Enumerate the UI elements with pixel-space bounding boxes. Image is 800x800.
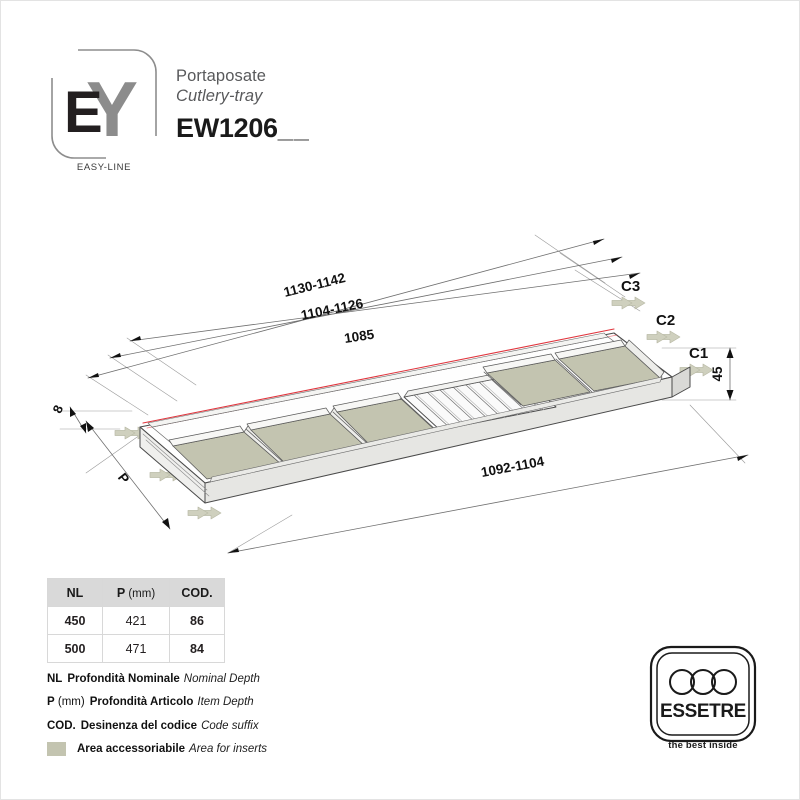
legend-key-p: P (mm) — [47, 696, 85, 709]
legend-text-it: Profondità Articolo — [89, 696, 194, 709]
insert-area-swatch — [47, 742, 66, 757]
legend-text-it: Profondità Nominale — [67, 673, 180, 685]
callout-c3-label: C3 — [621, 278, 640, 295]
legend-key-cod: COD. — [47, 719, 76, 732]
legend-item-insert-area: Area accessoriabile Area for inserts — [47, 742, 377, 757]
svg-text:ESSETRE: ESSETRE — [660, 701, 746, 722]
depth-arrows-3 — [187, 506, 222, 520]
easy-line-logo: Y E — [46, 44, 162, 164]
legend-text-en: Code suffix — [201, 719, 259, 732]
legend: NL Profondità Nominale Nominal Depth P (… — [47, 672, 377, 766]
table-row: 500 471 84 — [47, 634, 225, 663]
essetre-tagline: the best inside — [668, 740, 738, 751]
essetre-logo: ESSETRE — [648, 644, 758, 756]
svg-text:Y: Y — [86, 65, 138, 153]
technical-drawing: 1130-1142 1104-1126 1085 1092-1104 45 8 … — [0, 215, 800, 560]
dim-bottom: 1092-1104 — [480, 453, 546, 479]
legend-text-en: Nominal Depth — [183, 673, 260, 685]
product-name-en: Cutlery-tray — [176, 87, 263, 106]
dim-height: 45 — [710, 366, 725, 382]
table-header-nl: NL — [47, 578, 103, 607]
callout-c2-label: C2 — [656, 312, 675, 329]
product-name-it: Portaposate — [176, 67, 267, 85]
callout-c3-arrows — [611, 296, 646, 310]
legend-item-cod: COD. Desinenza del codice Code suffix — [47, 719, 377, 733]
cell-cod: 84 — [169, 634, 225, 663]
cell-p: 421 — [102, 606, 170, 635]
product-code-suffix: __ — [277, 113, 310, 144]
title-block: Portaposate Cutlery-tray EW1206__ — [176, 66, 310, 142]
table-header-row: NL P (mm) COD. — [47, 578, 225, 607]
legend-text-en: Item Depth — [197, 696, 254, 709]
legend-text-it: Area accessoriabile — [77, 743, 186, 756]
legend-text-en: Area for inserts — [189, 743, 268, 756]
legend-item-p: P (mm) Profondità Articolo Item Depth — [47, 695, 377, 709]
spec-table: NL P (mm) COD. 450 421 86 500 471 84 — [47, 578, 225, 663]
product-code: EW1206__ — [176, 115, 310, 142]
cell-nl: 500 — [47, 634, 103, 663]
table-header-p: P (mm) — [102, 578, 170, 607]
header: Y E EASY-LINE Portaposate Cutlery-tray E… — [46, 44, 466, 194]
dim-top-inner: 1085 — [343, 327, 375, 346]
table-header-cod: COD. — [169, 578, 225, 607]
legend-key-nl: NL — [47, 673, 63, 685]
table-row: 450 421 86 — [47, 606, 225, 635]
dim-top-middle: 1104-1126 — [300, 296, 365, 323]
legend-item-nl: NL Profondità Nominale Nominal Depth — [47, 672, 377, 686]
cell-nl: 450 — [47, 606, 103, 635]
legend-text-it: Desinenza del codice — [80, 719, 198, 732]
cutlery-tray-isometric — [139, 328, 691, 504]
dim-depth-P: P — [115, 470, 132, 486]
dim-top-outer: 1130-1142 — [282, 270, 347, 300]
cell-p: 471 — [102, 634, 170, 663]
dim-thickness: 8 — [50, 403, 67, 416]
cell-cod: 86 — [169, 606, 225, 635]
callout-c1-label: C1 — [689, 345, 708, 362]
brand-caption: EASY-LINE — [76, 162, 132, 173]
product-code-value: EW1206 — [176, 113, 278, 144]
callout-c2-arrows — [646, 330, 681, 344]
svg-text:E: E — [64, 80, 103, 145]
